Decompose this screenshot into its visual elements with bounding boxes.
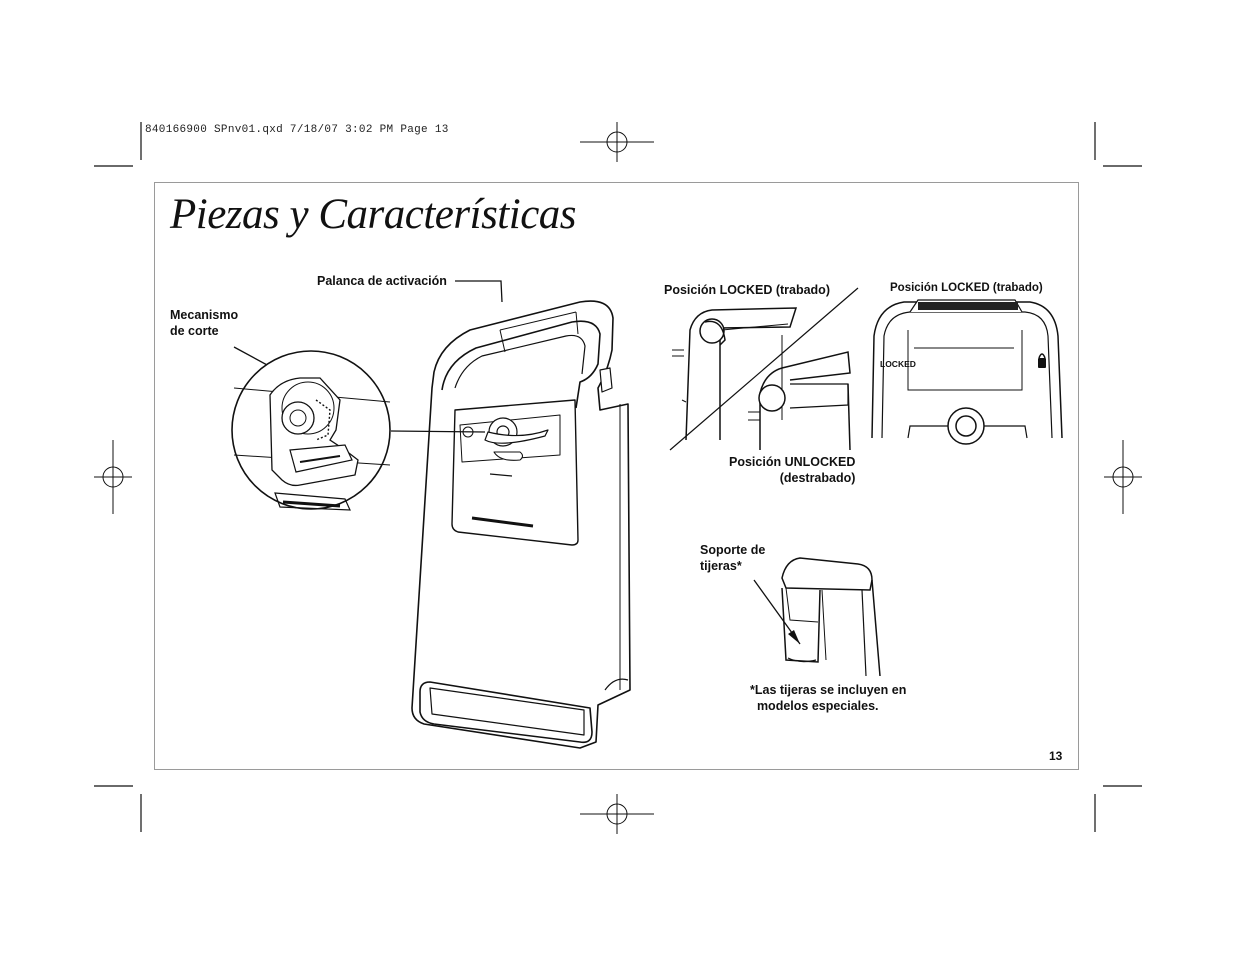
- scissors-holder-illustration: [781, 557, 881, 677]
- locked-top-view: LOCKED: [871, 299, 1063, 445]
- unlocked-position-label: Posición UNLOCKED (destrabado): [729, 455, 856, 485]
- locked-unlocked-detail: [669, 287, 859, 451]
- page-title: Piezas y Características: [170, 191, 577, 238]
- registration-mark-right: [1104, 440, 1142, 514]
- cutting-mechanism-label: Mecanismo de corte: [170, 308, 239, 338]
- locked-position-label: Posición LOCKED (trabado): [664, 283, 830, 297]
- activation-lever-label: Palanca de activación: [317, 274, 447, 288]
- can-opener-illustration: [411, 300, 631, 749]
- locked-position-top-label: Posición LOCKED (trabado): [890, 282, 1043, 294]
- page-frame: [154, 182, 1079, 770]
- page-number: 13: [1049, 749, 1063, 763]
- registration-mark-top: [580, 122, 654, 162]
- locked-badge-text: LOCKED: [880, 359, 916, 369]
- scissors-holder-label: Soporte de tijeras*: [700, 543, 766, 573]
- cutting-mechanism-detail: [231, 350, 391, 511]
- crop-marks: [94, 122, 1142, 832]
- registration-mark-left: [94, 440, 132, 514]
- print-slug: 840166900 SPnv01.qxd 7/18/07 3:02 PM Pag…: [145, 124, 449, 136]
- registration-mark-bottom: [580, 794, 654, 834]
- scissors-note: *Las tijeras se incluyen en modelos espe…: [750, 683, 907, 713]
- arrow-head: [788, 630, 800, 644]
